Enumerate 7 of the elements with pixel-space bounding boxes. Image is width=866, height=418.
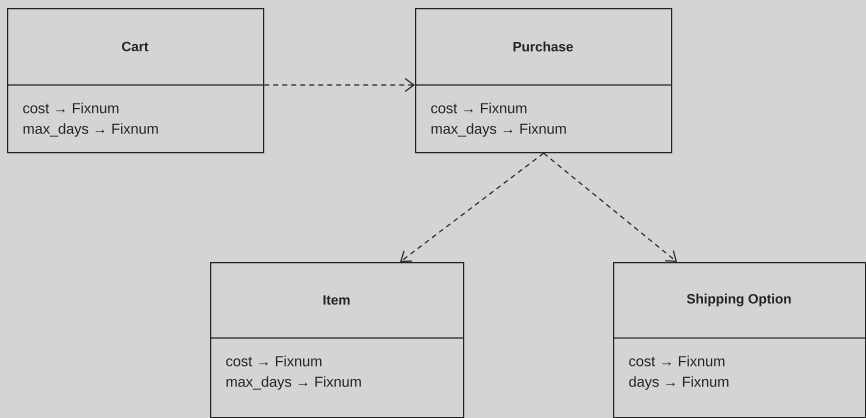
dependency-arrow [400,152,544,262]
dependency-arrow [543,152,677,262]
class-box: Purchase cost → Fixnum max_days → Fixnum [415,8,672,154]
class-box: Item cost → Fixnum max_days → Fixnum [210,262,464,418]
class-box: Shipping Option cost → Fixnum days → Fixnum [613,262,866,418]
class-box: Cart cost → Fixnum max_days → Fixnum [7,8,264,154]
dependency-arrow [264,78,416,92]
